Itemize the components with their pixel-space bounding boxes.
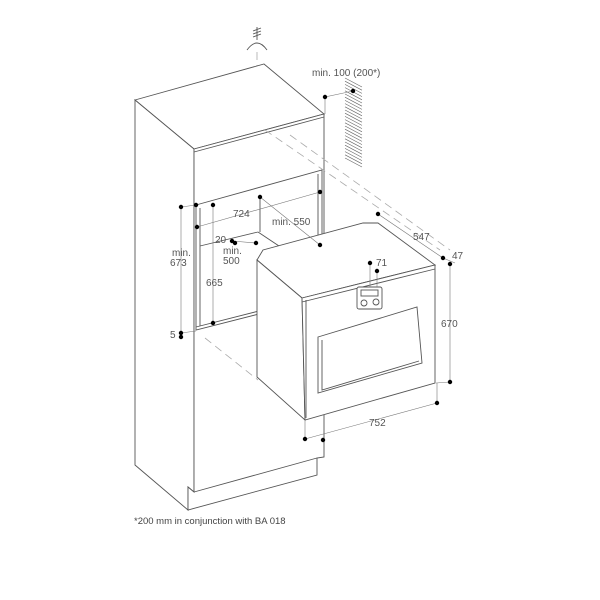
label-vent-depth-2: 500 — [223, 256, 240, 267]
dimension-dot — [317, 242, 323, 248]
label-niche-height-1: min. — [172, 248, 191, 259]
oven-window — [317, 306, 423, 394]
hatch-line — [344, 138, 363, 149]
hatch-line — [344, 112, 363, 123]
hatch-line — [344, 93, 363, 104]
hatch-line — [344, 132, 363, 142]
dimension-dot — [374, 268, 380, 274]
hatch-line — [344, 116, 363, 126]
control-panel — [356, 286, 383, 310]
dimension-dot — [257, 194, 263, 200]
dimension-dot — [350, 88, 356, 94]
dimension-dot — [375, 211, 381, 217]
dimension-dot — [322, 94, 328, 100]
dimension-dot — [253, 240, 259, 246]
dimension-dot — [210, 202, 216, 208]
oven — [256, 222, 437, 422]
dimension-dot — [178, 204, 184, 210]
cabinet-side — [134, 99, 195, 511]
hatch-line — [344, 154, 363, 165]
label-wall-clearance: min. 100 (200*) — [312, 68, 380, 79]
hatch-line — [344, 103, 363, 113]
dimension-dot — [194, 224, 200, 230]
hatch-line — [344, 157, 363, 168]
label-oven-width: 752 — [369, 418, 386, 429]
hatch-line — [344, 125, 363, 136]
label-oven-height: 670 — [441, 319, 458, 330]
dimension-dot — [178, 330, 184, 336]
dimension-dot — [302, 436, 308, 442]
dimension-dot — [317, 189, 323, 195]
hatch-line — [344, 144, 363, 155]
hatch-line — [344, 80, 363, 91]
dimension-dot — [210, 320, 216, 326]
dimension-dot — [440, 255, 446, 261]
label-inner-height: 665 — [206, 278, 223, 289]
label-niche-depth: min. 550 — [272, 217, 311, 228]
dimension-dot — [178, 334, 184, 340]
hatch-line — [344, 119, 363, 129]
hatch-line — [344, 100, 363, 110]
dimension-dot — [367, 260, 373, 266]
dimension-dots — [178, 88, 453, 443]
hatch-line — [344, 122, 363, 133]
hatch-line — [344, 135, 363, 145]
ventilation-symbol-top — [246, 27, 268, 51]
label-base-gap: 5 — [170, 330, 176, 341]
dimension-dot — [447, 261, 453, 267]
dimension-dot — [193, 202, 199, 208]
hatch-line — [344, 141, 363, 152]
control-knob — [360, 299, 368, 307]
footnote: *200 mm in conjunction with BA 018 — [134, 516, 286, 527]
label-niche-height-2: 673 — [170, 258, 187, 269]
label-oven-depth: 547 — [413, 232, 430, 243]
hatch-line — [344, 106, 363, 117]
hatch-line — [344, 109, 363, 120]
label-niche-width: 724 — [233, 209, 250, 220]
dimension-dot — [434, 400, 440, 406]
hatch-line — [344, 77, 363, 88]
dimension-dot — [320, 437, 326, 443]
hatch-line — [344, 151, 363, 161]
control-knob — [372, 298, 380, 306]
label-vent-gap: 20 — [215, 235, 227, 246]
label-control-offset: 71 — [376, 258, 388, 269]
dimension-dot — [232, 240, 238, 246]
projection-line — [264, 129, 441, 251]
label-front-offset: 47 — [452, 251, 464, 262]
hatch-line — [344, 128, 363, 139]
dimension-dot — [447, 379, 453, 385]
hatch-line — [344, 148, 363, 158]
hatch-line — [344, 96, 363, 107]
label-vent-depth-1: min. — [223, 246, 242, 257]
